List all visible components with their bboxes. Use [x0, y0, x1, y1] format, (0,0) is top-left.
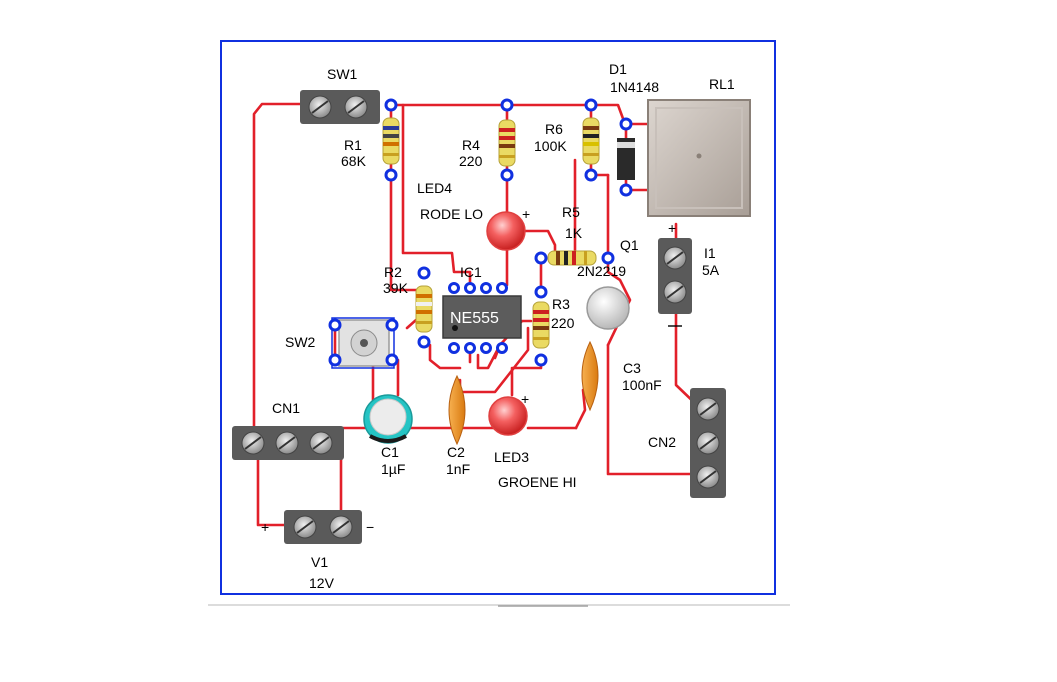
sw2-ref: SW2 [285, 334, 316, 350]
c1-ref: C1 [381, 444, 399, 460]
r1-value: 68K [341, 153, 367, 169]
board-outline [220, 40, 776, 595]
v1-value: 12V [309, 575, 335, 591]
r1-ref: R1 [344, 137, 362, 153]
ic1-ref: IC1 [460, 264, 482, 280]
d1-diode[interactable] [617, 138, 635, 180]
c2-ref: C2 [447, 444, 465, 460]
led3-led[interactable] [488, 396, 528, 436]
r2-resistor[interactable] [415, 285, 433, 333]
r1-resistor[interactable] [382, 117, 400, 165]
ic1-chip[interactable]: NE555 [442, 295, 522, 339]
c2-capacitor[interactable] [448, 374, 466, 446]
r4-ref: R4 [462, 137, 480, 153]
r5-value: 1K [565, 225, 583, 241]
v1-terminal-block[interactable] [284, 510, 362, 544]
led3-polarity: + [521, 391, 529, 407]
cn2-ref: CN2 [648, 434, 676, 450]
r3-ref: R3 [552, 296, 570, 312]
r3-value: 220 [551, 315, 575, 331]
r6-resistor[interactable] [582, 117, 600, 165]
r4-value: 220 [459, 153, 483, 169]
c3-value: 100nF [622, 377, 662, 393]
r5-resistor[interactable] [547, 250, 597, 266]
c3-ref: C3 [623, 360, 641, 376]
v1-ref: V1 [311, 554, 328, 570]
r3-resistor[interactable] [532, 301, 550, 349]
led3-ref: LED3 [494, 449, 529, 465]
cn1-terminal-block[interactable] [232, 426, 344, 460]
i1-ref: I1 [704, 245, 716, 261]
sw1-terminal-block[interactable] [300, 90, 380, 124]
v1-minus: − [366, 519, 374, 535]
trace-cn2-low [606, 343, 698, 476]
cn1-ref: CN1 [272, 400, 300, 416]
rl1-ref: RL1 [709, 76, 735, 92]
pads [328, 98, 633, 367]
cn2-terminal-block[interactable] [690, 388, 726, 498]
q1-value: 2N2219 [577, 263, 626, 279]
sw2-pushbutton[interactable] [331, 317, 395, 369]
r4-resistor[interactable] [498, 119, 516, 167]
r2-value: 39K [383, 280, 409, 296]
i1-terminal-block[interactable] [658, 238, 692, 314]
led3-value: GROENE HI [498, 474, 577, 490]
led4-ref: LED4 [417, 180, 452, 196]
q1-ref: Q1 [620, 237, 639, 253]
led4-led[interactable] [486, 211, 526, 251]
c1-capacitor[interactable] [363, 394, 413, 444]
r6-ref: R6 [545, 121, 563, 137]
d1-ref: D1 [609, 61, 627, 77]
i1-polarity: + [668, 220, 676, 236]
c3-capacitor[interactable] [581, 340, 599, 412]
i1-value: 5A [702, 262, 720, 278]
d1-value: 1N4148 [610, 79, 659, 95]
led4-polarity: + [522, 206, 530, 222]
rl1-relay[interactable] [647, 99, 751, 217]
led4-value: RODE LO [420, 206, 483, 222]
q1-transistor[interactable] [586, 286, 630, 330]
r6-value: 100K [534, 138, 567, 154]
trace-top-rail [389, 103, 654, 126]
trace-pin8 [401, 103, 472, 288]
c1-value: 1µF [381, 461, 405, 477]
c2-value: 1nF [446, 461, 470, 477]
v1-plus: + [261, 519, 269, 535]
r5-ref: R5 [562, 204, 580, 220]
sw1-label: SW1 [327, 66, 358, 82]
ic1-value: NE555 [450, 310, 499, 327]
r2-ref: R2 [384, 264, 402, 280]
trace-left-rail [252, 102, 308, 446]
